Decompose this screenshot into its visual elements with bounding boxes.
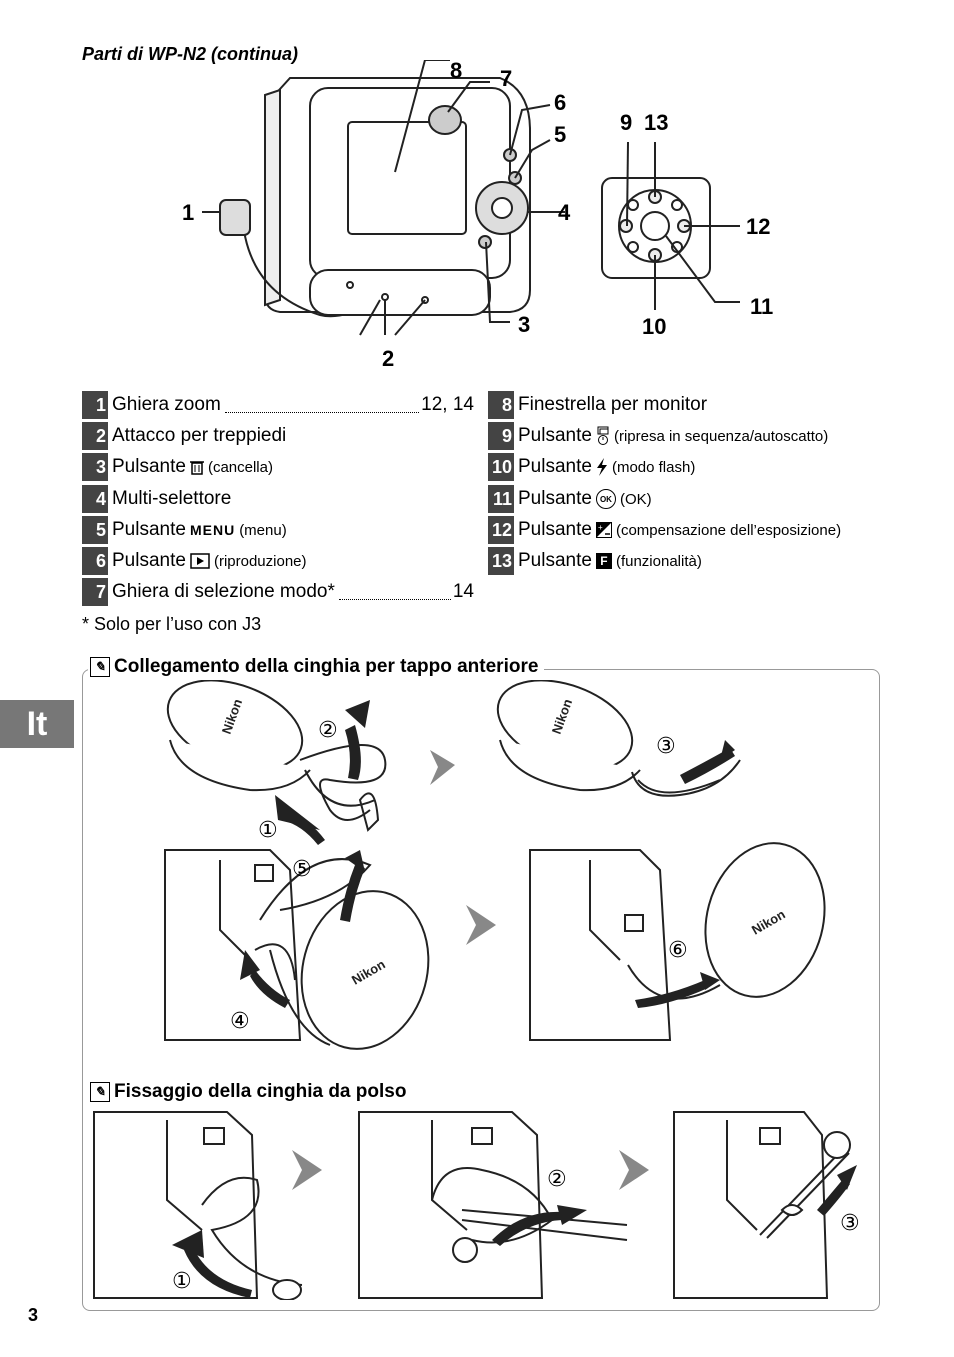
callout-6: 6 (554, 90, 566, 115)
callout-7: 7 (500, 66, 512, 91)
camera-housing-figure: 1 2 3 4 5 6 7 8 9 10 11 12 13 (182, 60, 773, 370)
language-tab: It (0, 700, 74, 748)
flash-icon (596, 458, 607, 476)
callout-9: 9 (620, 110, 632, 135)
part-row-7: 7 Ghiera di selezione modo* 14 (82, 578, 474, 606)
callout-11: 11 (750, 294, 773, 319)
step-5: ⑤ (292, 857, 312, 882)
page-heading: Parti di WP-N2 (continua) (82, 44, 298, 64)
step-1: ① (258, 818, 278, 843)
callout-5: 5 (554, 122, 566, 147)
callout-12: 12 (746, 214, 770, 239)
exposure-comp-icon: + (595, 522, 612, 538)
part-row-5: 5 Pulsante MENU (menu) (82, 516, 287, 544)
ok-icon: OK (595, 489, 616, 509)
wrist-strap-illustrations: ① ② ③ (93, 1111, 860, 1300)
part-row-1: 1 Ghiera zoom 12, 14 (82, 391, 474, 419)
wrist-step-3: ③ (840, 1211, 860, 1236)
svg-text:+: + (598, 523, 603, 532)
step-3: ③ (656, 734, 676, 759)
trash-icon (189, 461, 204, 475)
callout-2: 2 (382, 346, 394, 370)
part-row-6: 6 Pulsante (riproduzione) (82, 547, 307, 575)
callout-10: 10 (642, 314, 666, 339)
part-row-9: 9 Pulsante (ripresa in sequenza/autoscat… (488, 422, 828, 450)
note-icon: ✎ (90, 657, 110, 677)
section-heading-cap-strap: ✎ Collegamento della cinghia per tappo a… (88, 656, 545, 678)
part-row-2: 2 Attacco per treppiedi (82, 422, 286, 450)
step-2: ② (318, 718, 338, 743)
part-row-8: 8 Finestrella per monitor (488, 391, 707, 419)
play-icon (190, 553, 210, 569)
callout-3: 3 (518, 312, 530, 337)
callout-8: 8 (450, 60, 462, 83)
section-heading-wrist-strap: ✎ Fissaggio della cinghia da polso (88, 1081, 413, 1103)
part-row-12: 12 Pulsante + (compensazione dell’esposi… (488, 516, 841, 544)
part-row-11: 11 Pulsante OK (OK) (488, 485, 652, 513)
step-4: ④ (230, 1009, 250, 1034)
continuous-self-timer-icon (597, 426, 609, 445)
wrist-step-1: ① (172, 1269, 192, 1294)
menu-icon: MENU (189, 522, 236, 538)
feature-icon: F (595, 553, 612, 569)
cap-strap-illustrations: Nikon Nikon Nikon Nikon ① ② ③ ④ ⑤ ⑥ (164, 680, 826, 1050)
footnote: * Solo per l’uso con J3 (82, 614, 262, 634)
wrist-step-2: ② (547, 1167, 567, 1192)
note-icon-2: ✎ (90, 1082, 110, 1102)
part-row-10: 10 Pulsante (modo flash) (488, 453, 695, 481)
step-6: ⑥ (668, 938, 688, 963)
part-row-3: 3 Pulsante (cancella) (82, 453, 273, 481)
part-row-13: 13 Pulsante F (funzionalità) (488, 547, 702, 575)
part-row-4: 4 Multi-selettore (82, 485, 231, 513)
callout-4: 4 (558, 200, 571, 225)
callout-13: 13 (644, 110, 668, 135)
page-number: 3 (28, 1305, 39, 1325)
callout-1: 1 (182, 200, 194, 225)
